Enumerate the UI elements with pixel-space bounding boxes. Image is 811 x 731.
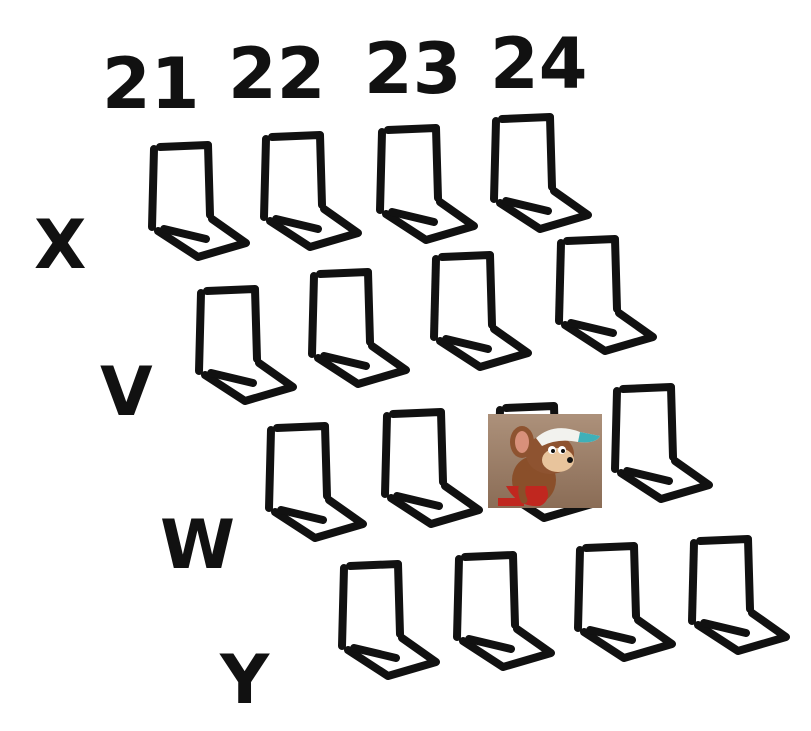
column-header-22: 22 [228, 33, 325, 115]
seat-x-22 [260, 131, 362, 251]
mouse-occupant-image [488, 414, 602, 508]
seat-w-24 [611, 383, 713, 503]
column-header-21: 21 [102, 43, 199, 125]
seat-v-24 [555, 235, 657, 355]
seat-grid [148, 113, 790, 680]
seat-v-23 [430, 251, 532, 371]
column-headers: 21 22 23 24 [102, 23, 587, 125]
row-label-x: X [34, 206, 86, 285]
seat-w-22 [381, 408, 483, 528]
row-label-y: Y [219, 641, 270, 720]
seat-y-23 [574, 542, 676, 662]
row-label-v: V [100, 353, 153, 432]
row-labels: X V W Y [34, 206, 270, 720]
column-header-24: 24 [490, 23, 587, 105]
column-header-23: 23 [364, 28, 461, 110]
seat-y-22 [453, 551, 555, 671]
seat-x-23 [376, 124, 478, 244]
seat-w-21 [265, 422, 367, 542]
row-label-w: W [160, 506, 235, 585]
seat-x-21 [148, 141, 250, 261]
seat-y-21 [338, 560, 440, 680]
seat-v-22 [308, 268, 410, 388]
seat-v-21 [195, 285, 297, 405]
seat-y-24 [688, 535, 790, 655]
seat-x-24 [490, 113, 592, 233]
